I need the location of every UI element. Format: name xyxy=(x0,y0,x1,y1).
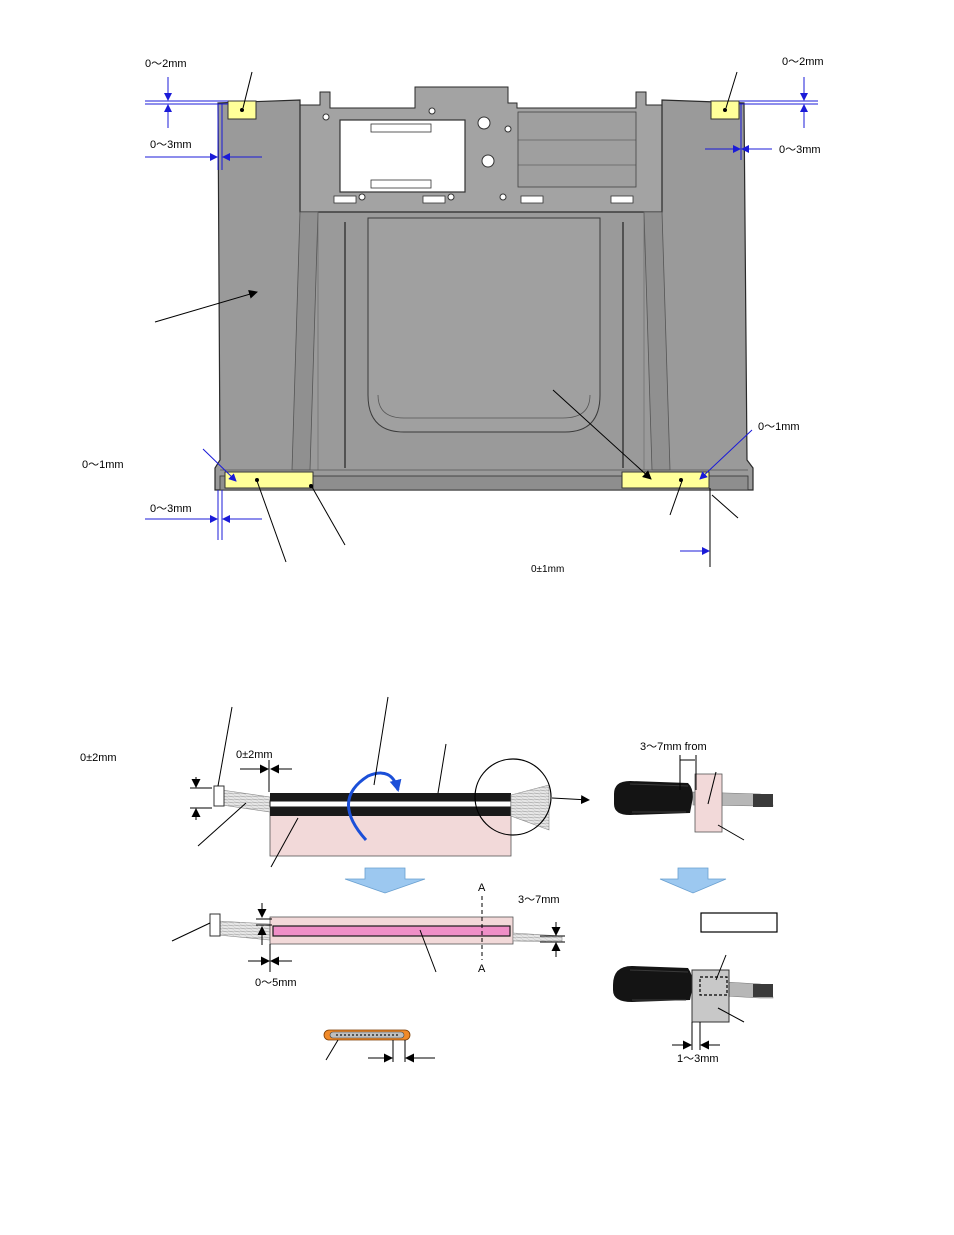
detail-circle xyxy=(474,758,552,836)
dim-bottom-center: 0±1mm xyxy=(531,564,564,575)
tape-bottom-right xyxy=(621,471,710,489)
section-mark-top: A xyxy=(478,882,486,894)
section-mark-bottom: A xyxy=(478,963,486,975)
step-arrow-left xyxy=(344,867,426,894)
panel-top-view xyxy=(214,86,754,491)
tape-pads xyxy=(224,100,740,489)
detail-photo-2 xyxy=(613,954,774,1050)
dim-top-left-horizontal: 0～3mm xyxy=(150,139,192,151)
dim-overhang: 1～3mm xyxy=(677,1053,719,1065)
pink-tab xyxy=(694,773,723,833)
dim-top-right-horizontal: 0～3mm xyxy=(779,144,821,156)
dim-bottom-right-vertical: 0～1mm xyxy=(758,421,800,433)
blank-label-box xyxy=(700,912,778,933)
dim-connector-offset: 0±2mm xyxy=(80,752,117,764)
dim-bottom-left-vertical: 0～1mm xyxy=(82,459,124,471)
flat-cable-left xyxy=(221,789,271,813)
flat-cable-right-2 xyxy=(512,932,563,943)
magenta-strip xyxy=(272,925,511,937)
connector xyxy=(213,785,225,807)
cross-section xyxy=(323,1029,435,1063)
dim-top-left-vertical: 0～2mm xyxy=(145,58,187,70)
rotate-arrow xyxy=(347,771,402,842)
top-view-labels: 0～2mm 0～3mm 0～2mm 0～3mm 0～1mm 0～3mm 0～1m… xyxy=(82,56,824,575)
connector-2 xyxy=(209,913,221,937)
detail-photo-1 xyxy=(614,755,774,841)
panel-recess xyxy=(367,217,601,433)
step1-cable-wrap xyxy=(190,696,590,868)
step-arrow-right xyxy=(659,867,727,894)
dim-top-right-vertical: 0～2mm xyxy=(782,56,824,68)
top-view-dimensions xyxy=(145,77,818,555)
tape-bottom-left xyxy=(224,471,314,489)
dim-cable-gap: 0～5mm xyxy=(255,977,297,989)
dim-bottom-left-horizontal: 0～3mm xyxy=(150,503,192,515)
dim-left-margin: 0±2mm xyxy=(236,749,273,761)
dim-from-label: 3～7mm from xyxy=(640,741,707,753)
flat-cable-right xyxy=(510,784,550,831)
top-view-leaders xyxy=(154,71,739,567)
gray-tab xyxy=(691,969,730,1023)
cable-step-labels: 0±2mm 0±2mm 3～7mm 0～5mm A A 3～7mm from 1… xyxy=(80,741,719,1065)
dim-tape-tail: 3～7mm xyxy=(518,894,560,906)
step2-cable-wrap xyxy=(171,896,565,973)
